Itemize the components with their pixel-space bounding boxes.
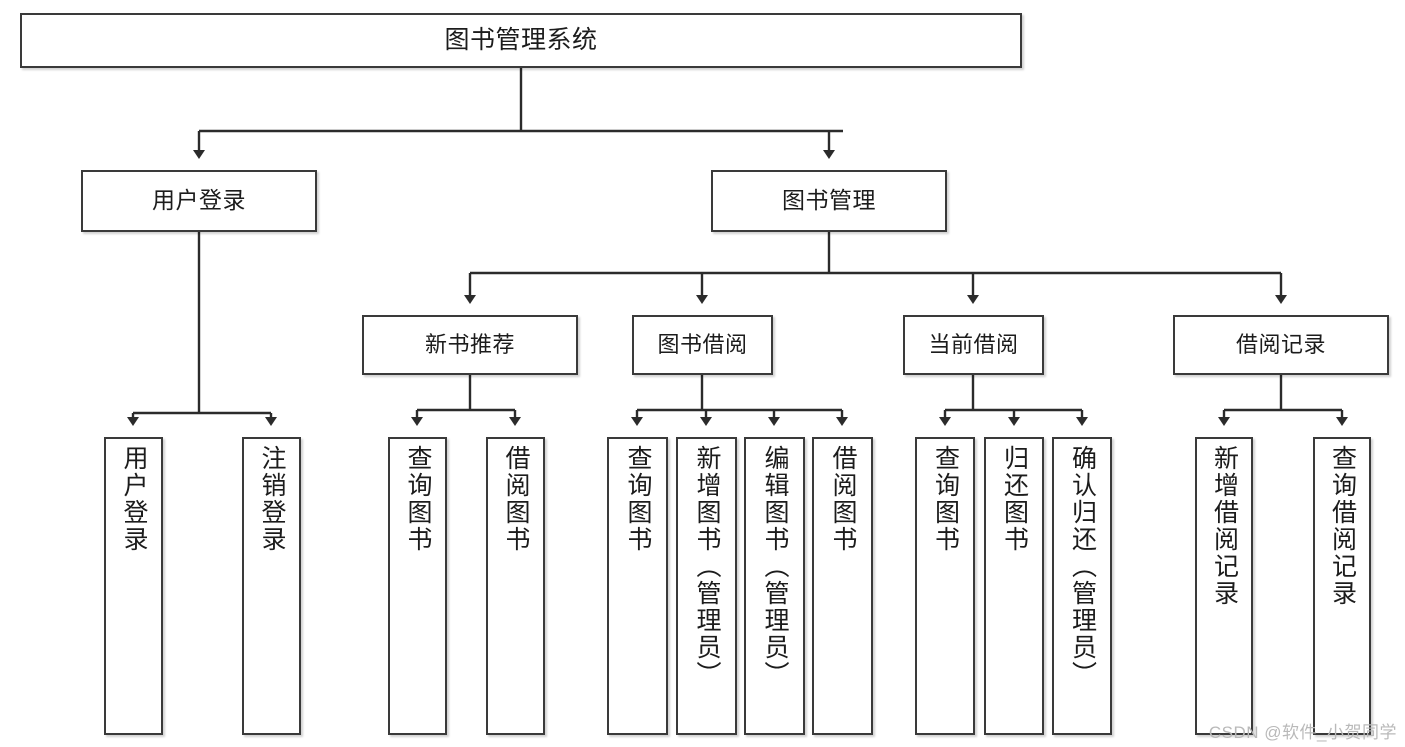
node-user-login[interactable]: 用户登录 <box>81 170 317 232</box>
leaf-borrow-book[interactable]: 借阅图书 <box>812 437 873 735</box>
leaf-borrow-book-recommend-label: 借阅图书 <box>502 445 530 553</box>
leaf-edit-book-admin-label: 编辑图书（管理员） <box>761 445 789 688</box>
node-root[interactable]: 图书管理系统 <box>20 13 1022 68</box>
leaf-user-login-label: 用户登录 <box>120 445 148 553</box>
leaf-return-book-label: 归还图书 <box>1000 445 1029 553</box>
node-current-borrow[interactable]: 当前借阅 <box>903 315 1044 375</box>
node-current-borrow-label: 当前借阅 <box>928 332 1019 358</box>
node-borrow-records-label: 借阅记录 <box>1235 332 1326 358</box>
leaf-query-book-current[interactable]: 查询图书 <box>915 437 975 735</box>
leaf-user-login[interactable]: 用户登录 <box>104 437 163 735</box>
node-book-borrow-label: 图书借阅 <box>657 332 748 358</box>
leaf-query-book-recommend-label: 查询图书 <box>404 445 432 553</box>
leaf-borrow-book-recommend[interactable]: 借阅图书 <box>486 437 545 735</box>
leaf-logout[interactable]: 注销登录 <box>242 437 301 735</box>
leaf-add-book-admin[interactable]: 新增图书（管理员） <box>676 437 737 735</box>
leaf-query-borrow-record-label: 查询借阅记录 <box>1328 445 1357 607</box>
leaf-borrow-book-label: 借阅图书 <box>829 445 857 553</box>
leaf-confirm-return-admin-label: 确认归还（管理员） <box>1068 445 1097 688</box>
csdn-watermark: CSDN @软件_小贺同学 <box>1208 723 1397 742</box>
leaf-confirm-return-admin[interactable]: 确认归还（管理员） <box>1052 437 1112 735</box>
leaf-query-borrow-record[interactable]: 查询借阅记录 <box>1313 437 1371 735</box>
node-root-label: 图书管理系统 <box>444 25 598 54</box>
leaf-add-borrow-record[interactable]: 新增借阅记录 <box>1195 437 1253 735</box>
leaf-query-book-label: 查询图书 <box>624 445 652 553</box>
leaf-query-book[interactable]: 查询图书 <box>607 437 668 735</box>
leaf-add-borrow-record-label: 新增借阅记录 <box>1210 445 1239 607</box>
leaf-edit-book-admin[interactable]: 编辑图书（管理员） <box>744 437 805 735</box>
node-new-book-recommend[interactable]: 新书推荐 <box>362 315 578 375</box>
node-book-borrow[interactable]: 图书借阅 <box>632 315 773 375</box>
leaf-logout-label: 注销登录 <box>258 445 286 553</box>
leaf-query-book-current-label: 查询图书 <box>931 445 960 553</box>
node-new-book-recommend-label: 新书推荐 <box>424 332 515 358</box>
leaf-return-book[interactable]: 归还图书 <box>984 437 1044 735</box>
node-borrow-records[interactable]: 借阅记录 <box>1173 315 1389 375</box>
leaf-query-book-recommend[interactable]: 查询图书 <box>388 437 447 735</box>
leaf-add-book-admin-label: 新增图书（管理员） <box>693 445 721 688</box>
node-book-management[interactable]: 图书管理 <box>711 170 947 232</box>
node-book-management-label: 图书管理 <box>782 187 876 214</box>
node-user-login-label: 用户登录 <box>152 187 246 214</box>
